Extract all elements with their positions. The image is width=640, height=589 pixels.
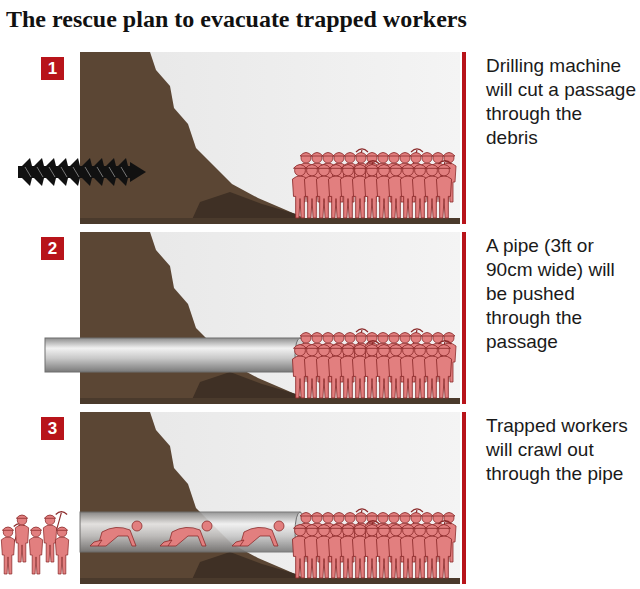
worker xyxy=(436,165,451,218)
crawling-worker xyxy=(90,521,142,546)
worker xyxy=(352,341,379,398)
worker xyxy=(15,515,28,562)
worker xyxy=(436,525,451,578)
panel-pipe xyxy=(45,232,466,404)
drill xyxy=(18,158,146,186)
worker xyxy=(352,161,379,218)
step-description: Drilling machine will cut a passage thro… xyxy=(486,54,636,150)
callout-number: 2 xyxy=(40,236,65,261)
panel-crawl xyxy=(1,412,466,584)
callout-number-text: 1 xyxy=(48,60,57,77)
pipe xyxy=(80,512,300,552)
step-description: A pipe (3ft or 90cm wide) will be pushed… xyxy=(486,234,636,354)
worker xyxy=(352,521,379,578)
worker xyxy=(424,341,451,398)
callout-number-text: 2 xyxy=(48,240,57,257)
worker xyxy=(29,527,42,574)
step-description: Trapped workers will crawl out through t… xyxy=(486,414,636,486)
callout-number: 3 xyxy=(40,416,65,441)
panel-drill xyxy=(18,52,466,224)
title: The rescue plan to evacuate trapped work… xyxy=(6,6,467,33)
worker xyxy=(424,161,451,218)
worker xyxy=(436,345,451,398)
pipe xyxy=(45,338,301,372)
worker xyxy=(424,521,451,578)
callout-number: 1 xyxy=(40,56,65,81)
worker xyxy=(55,527,68,574)
crawling-worker xyxy=(232,521,284,546)
callout-number-text: 3 xyxy=(48,420,57,437)
crawling-worker xyxy=(160,521,212,546)
